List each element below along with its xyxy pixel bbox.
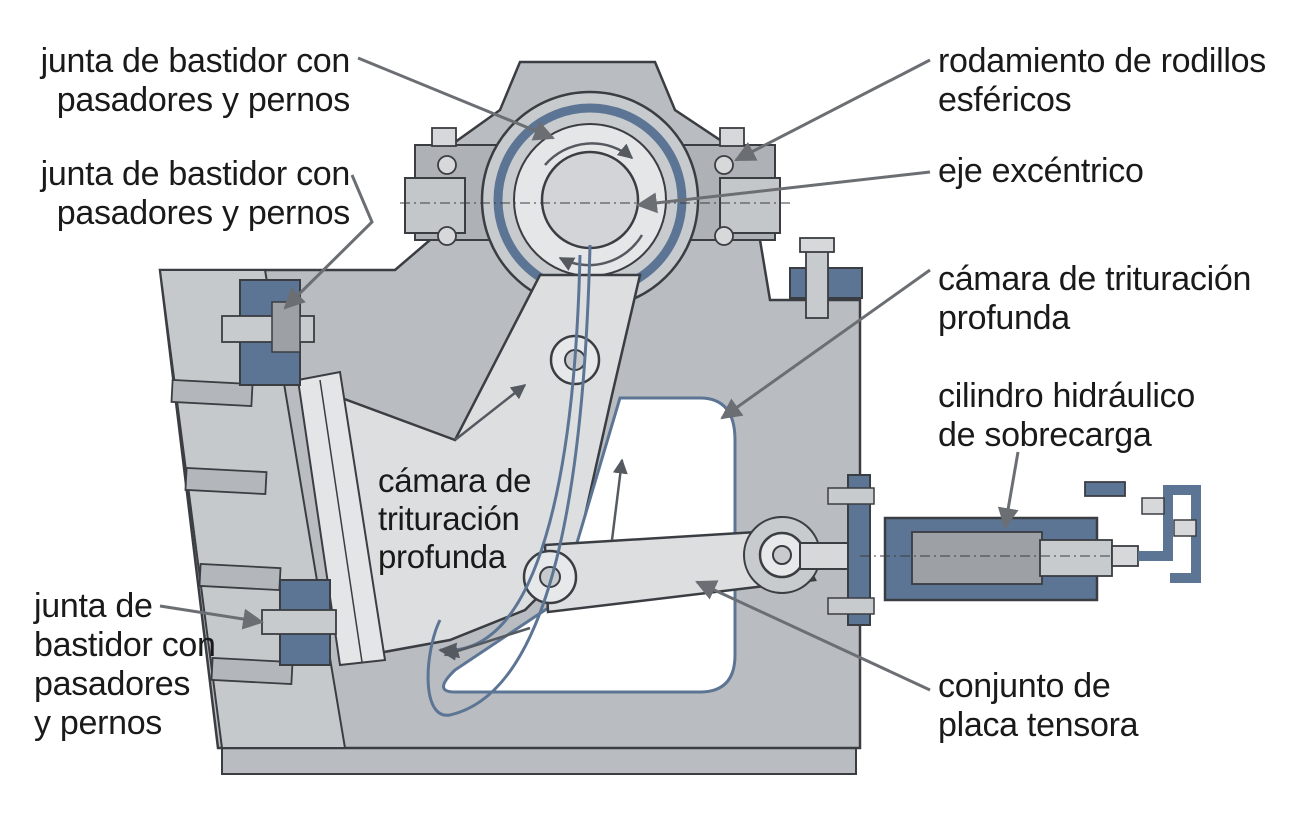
- label-frame-joint-top: junta de bastidor con pasadores y pernos: [10, 42, 351, 120]
- label-toggle: conjunto de placa tensora: [938, 667, 1139, 745]
- motion-arrow-1: [454, 384, 527, 441]
- label-chamber-inner: cámara de trituración profunda: [378, 462, 532, 576]
- frame-ribs: [170, 378, 294, 686]
- eccentric-shaft: [540, 150, 640, 250]
- rotation-arrow-1: [544, 142, 634, 166]
- frame-joint-lower: [261, 579, 337, 666]
- label-line: cilindro hidráulico: [938, 377, 1195, 415]
- label-line: pasadores: [34, 665, 191, 703]
- label-line: cámara de: [378, 462, 532, 499]
- label-line: junta de bastidor con: [40, 42, 351, 80]
- label-line: junta de: [34, 587, 153, 625]
- label-chamber-right: cámara de trituración profunda: [938, 260, 1251, 338]
- housing-lug-right: [719, 177, 781, 234]
- bearing-bolts: [431, 127, 745, 246]
- label-line: y pernos: [34, 704, 163, 742]
- label-line: cámara de trituración: [938, 260, 1252, 298]
- adjusting-bolt: [789, 237, 863, 319]
- label-line: pasadores y pernos: [56, 194, 351, 232]
- motion-arrow-2: [610, 458, 628, 541]
- jaw-plate-edge: [319, 379, 363, 663]
- flow-line-2: [438, 254, 582, 661]
- label-line: bastidor con: [34, 626, 216, 664]
- leader-lines: [159, 56, 1020, 692]
- label-frame-joint-mid: junta de bastidor con pasadores y pernos: [10, 155, 351, 233]
- label-shaft: eje excéntrico: [938, 152, 1144, 191]
- label-line: esféricos: [938, 81, 1072, 119]
- label-cylinder: cilindro hidráulico de sobrecarga: [938, 377, 1195, 455]
- label-line: conjunto de: [938, 667, 1111, 705]
- flow-line-1: [426, 244, 592, 717]
- motion-arrow-3: [443, 626, 531, 659]
- label-line: eje excéntrico: [938, 152, 1144, 190]
- rotation-arrow-2: [558, 234, 644, 271]
- base-plate: [221, 747, 857, 775]
- label-line: profunda: [378, 538, 506, 575]
- label-bearing: rodamiento de rodillos esféricos: [938, 42, 1266, 120]
- label-line: placa tensora: [938, 706, 1139, 744]
- tension-rod: [799, 542, 856, 570]
- label-frame-joint-bottom: junta de bastidor con pasadores y pernos: [34, 587, 216, 743]
- housing-lug-left: [404, 177, 466, 234]
- label-line: trituración: [378, 500, 520, 537]
- label-line: de sobrecarga: [938, 416, 1152, 454]
- toggle-pin-rear-core: [772, 545, 792, 565]
- label-line: rodamiento de rodillos: [938, 42, 1266, 80]
- hydraulic-cylinder: [827, 474, 1201, 626]
- label-line: junta de bastidor con: [40, 155, 351, 193]
- fixed-jaw-plate: [296, 370, 387, 667]
- label-line: profunda: [938, 299, 1070, 337]
- label-line: pasadores y pernos: [56, 81, 351, 119]
